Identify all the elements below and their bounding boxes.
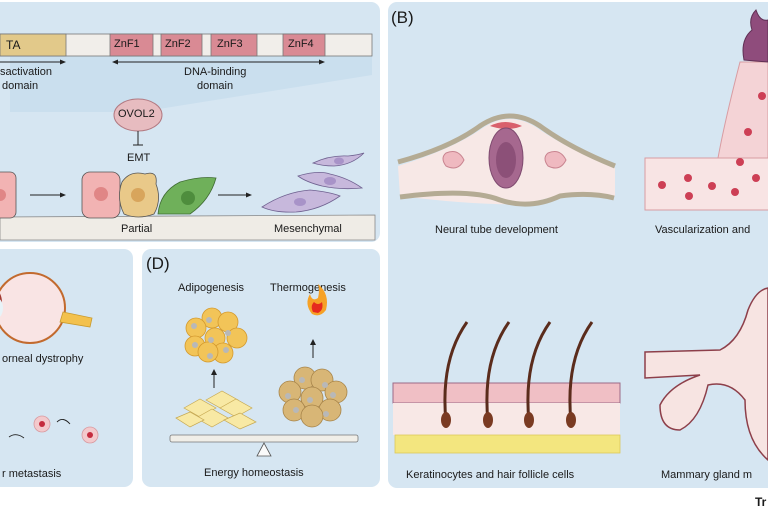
znf1-label: ZnF1	[114, 38, 140, 50]
preadipocytes	[175, 390, 257, 430]
journal-logo-fragment: Tr	[755, 495, 767, 509]
fat-layer	[394, 434, 621, 454]
somite-right	[544, 151, 567, 169]
optic-nerve	[59, 311, 93, 328]
substrate	[0, 214, 376, 241]
sprouting-vessel	[717, 61, 768, 159]
znf2-label: ZnF2	[165, 38, 191, 50]
caption-vascularization: Vascularization and	[655, 224, 751, 236]
transactivation-label-1: sactivation	[0, 66, 52, 78]
dermis	[393, 403, 620, 435]
metastasis-cells	[8, 415, 99, 444]
caption-keratinocytes: Keratinocytes and hair follicle cells	[406, 469, 575, 481]
caption-corneal-dystrophy: orneal dystrophy	[2, 353, 84, 365]
mature-adipocytes	[184, 307, 248, 364]
dna-binding-label-2: domain	[197, 80, 234, 92]
znf4-domain	[282, 33, 326, 57]
caption-energy-homeostasis: Energy homeostasis	[204, 467, 304, 479]
thermogenesis-label: Thermogenesis	[270, 282, 346, 294]
panel-d	[142, 249, 380, 487]
ta-domain	[0, 33, 67, 57]
balance-beam	[169, 434, 359, 443]
transactivation-label-2: domain	[2, 80, 39, 92]
dna-binding-label-1: DNA-binding	[184, 66, 247, 78]
emt-label: EMT	[127, 152, 151, 164]
red-blood-cells	[658, 92, 766, 200]
panel-b-title: (B)	[391, 8, 414, 27]
mesenchymal-label: Mesenchymal	[274, 223, 342, 235]
ta-domain-label: TA	[6, 38, 21, 52]
partial-label: Partial	[121, 223, 153, 235]
znf3-label: ZnF3	[217, 38, 243, 50]
eye-icon	[0, 272, 66, 344]
somite-left	[442, 151, 465, 169]
znf1-domain	[109, 33, 154, 57]
znf4-label: ZnF4	[288, 38, 314, 50]
adipogenesis-label: Adipogenesis	[178, 282, 245, 294]
caption-metastasis: r metastasis	[2, 468, 62, 480]
znf2-domain	[160, 33, 203, 57]
panel-d-title: (D)	[146, 254, 170, 273]
mammary-duct	[644, 287, 768, 461]
caption-mammary: Mammary gland m	[661, 469, 753, 481]
znf3-domain	[210, 33, 258, 57]
caption-neural-tube: Neural tube development	[435, 224, 558, 236]
epithelial-cell	[0, 171, 17, 219]
neural-crest	[490, 122, 522, 129]
ovol2-label: OVOL2	[118, 108, 155, 120]
tip-cell	[742, 9, 768, 63]
hair-follicles	[443, 321, 594, 423]
balance-fulcrum	[256, 442, 272, 457]
